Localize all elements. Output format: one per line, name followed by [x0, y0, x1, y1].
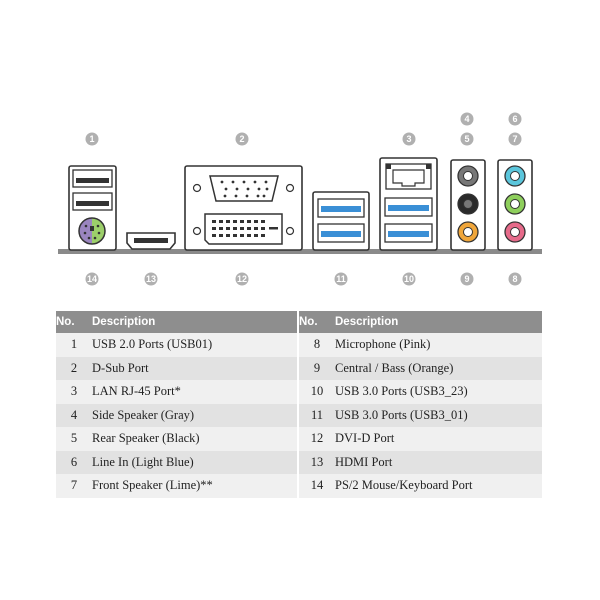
port-number: 1: [70, 337, 78, 352]
port-number: 13: [310, 454, 324, 469]
port-description: PS/2 Mouse/Keyboard Port: [335, 478, 473, 493]
hdmi-port-icon: [126, 232, 176, 250]
svg-text:7: 7: [512, 134, 517, 144]
table-header-row: No. Description: [56, 311, 297, 333]
table-row: 6 Line In (Light Blue): [56, 450, 297, 474]
table-row: 5 Rear Speaker (Black): [56, 427, 297, 451]
svg-text:13: 13: [146, 274, 156, 284]
port-table-left: No. Description 1 USB 2.0 Ports (USB01) 2…: [56, 311, 297, 498]
callout-3: 3: [402, 132, 416, 146]
callout-9: 9: [460, 272, 474, 286]
callout-13: 13: [144, 272, 158, 286]
side-speaker-jack-icon: [457, 165, 479, 187]
port-description: Central / Bass (Orange): [335, 360, 454, 375]
table-row: 8 Microphone (Pink): [299, 333, 542, 357]
table-row: 11 USB 3.0 Ports (USB3_01): [299, 403, 542, 427]
port-description: Line In (Light Blue): [92, 454, 194, 469]
callout-2: 2: [235, 132, 249, 146]
usb3-01-port-group: [312, 191, 370, 251]
table-row: 12 DVI-D Port: [299, 427, 542, 451]
port-description: HDMI Port: [335, 454, 393, 469]
svg-text:2: 2: [239, 134, 244, 144]
port-number: 2: [70, 360, 78, 375]
io-panel-diagram: 1 2 3 4 5 6 7 14 13 12 11 10: [58, 112, 542, 286]
svg-text:12: 12: [237, 274, 247, 284]
callout-4: 4: [460, 112, 474, 126]
table-row: 2 D-Sub Port: [56, 356, 297, 380]
port-number: 10: [310, 384, 324, 399]
ps2-port-icon: [78, 217, 106, 245]
port-description: Rear Speaker (Black): [92, 431, 200, 446]
svg-text:3: 3: [406, 134, 411, 144]
column-header-description: Description: [335, 311, 542, 333]
port-description: DVI-D Port: [335, 431, 395, 446]
port-description: USB 3.0 Ports (USB3_01): [335, 407, 468, 422]
svg-text:14: 14: [87, 274, 97, 284]
callout-14: 14: [85, 272, 99, 286]
table-row: 13 HDMI Port: [299, 450, 542, 474]
port-number: 12: [310, 431, 324, 446]
microphone-jack-icon: [504, 221, 526, 243]
table-row: 9 Central / Bass (Orange): [299, 356, 542, 380]
dsub-port-icon: [192, 175, 295, 202]
port-number: 9: [313, 360, 321, 375]
callout-6: 6: [508, 112, 522, 126]
table-row: 1 USB 2.0 Ports (USB01): [56, 333, 297, 357]
port-description: LAN RJ-45 Port*: [92, 384, 181, 399]
port-description: Side Speaker (Gray): [92, 407, 195, 422]
port-number: 4: [70, 407, 78, 422]
svg-text:8: 8: [512, 274, 517, 284]
column-header-no: No.: [299, 311, 335, 333]
table-row: 7 Front Speaker (Lime)**: [56, 474, 297, 498]
lan-usb3-23-port-group: [379, 157, 438, 251]
audio-jacks-right-group: [497, 159, 533, 251]
port-number: 8: [313, 337, 321, 352]
svg-text:9: 9: [464, 274, 469, 284]
svg-text:1: 1: [89, 134, 94, 144]
callout-7: 7: [508, 132, 522, 146]
lan-port-icon: [385, 163, 432, 190]
dvi-port-icon: [192, 213, 295, 245]
svg-text:10: 10: [404, 274, 414, 284]
table-header-row: No. Description: [299, 311, 542, 333]
port-description: D-Sub Port: [92, 360, 149, 375]
svg-text:11: 11: [336, 274, 346, 284]
table-row: 14 PS/2 Mouse/Keyboard Port: [299, 474, 542, 498]
port-number: 7: [70, 478, 78, 493]
callout-5: 5: [460, 132, 474, 146]
central-bass-jack-icon: [457, 221, 479, 243]
io-panel-baseline: [58, 249, 542, 254]
column-header-no: No.: [56, 311, 92, 333]
port-table-right: No. Description 8 Microphone (Pink) 9 Cent…: [299, 311, 542, 498]
port-number: 3: [70, 384, 78, 399]
table-row: 10 USB 3.0 Ports (USB3_23): [299, 380, 542, 404]
port-description-tables: No. Description 1 USB 2.0 Ports (USB01) 2…: [56, 311, 542, 498]
audio-jacks-left-group: [450, 159, 486, 251]
callout-8: 8: [508, 272, 522, 286]
port-number: 11: [310, 407, 324, 422]
port-number: 14: [310, 478, 324, 493]
port-number: 6: [70, 454, 78, 469]
callout-12: 12: [235, 272, 249, 286]
port-description: Front Speaker (Lime)**: [92, 478, 213, 493]
rear-speaker-jack-icon: [457, 193, 479, 215]
svg-text:6: 6: [512, 114, 517, 124]
column-header-description: Description: [92, 311, 297, 333]
line-in-jack-icon: [504, 165, 526, 187]
dsub-dvi-port-group: [184, 165, 303, 251]
port-description: USB 2.0 Ports (USB01): [92, 337, 213, 352]
callout-1: 1: [85, 132, 99, 146]
svg-text:5: 5: [464, 134, 469, 144]
callout-10: 10: [402, 272, 416, 286]
port-description: USB 3.0 Ports (USB3_23): [335, 384, 468, 399]
port-description: Microphone (Pink): [335, 337, 431, 352]
callout-11: 11: [334, 272, 348, 286]
front-speaker-jack-icon: [504, 193, 526, 215]
usb2-ps2-port-group: [68, 165, 117, 251]
port-number: 5: [70, 431, 78, 446]
table-row: 3 LAN RJ-45 Port*: [56, 380, 297, 404]
table-row: 4 Side Speaker (Gray): [56, 403, 297, 427]
svg-text:4: 4: [464, 114, 469, 124]
